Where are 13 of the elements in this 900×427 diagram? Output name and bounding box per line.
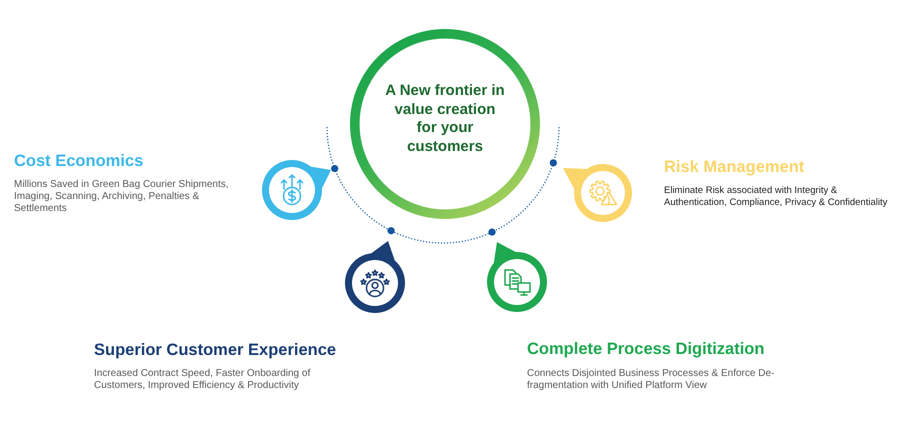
speech-bubble bbox=[345, 241, 405, 313]
section-heading: Superior Customer Experience bbox=[94, 340, 338, 360]
speech-bubble bbox=[487, 242, 547, 312]
speech-bubble bbox=[262, 160, 331, 220]
section-heading: Risk Management bbox=[664, 157, 806, 177]
circle-title: A New frontier in value creation for your customers bbox=[384, 82, 506, 156]
description-text: Connects Disjointed Business Processes & Enforce De-fragmentation with Unified Platform View bbox=[527, 368, 776, 392]
description-text: Eliminate Risk associated with Integrity & Authentication, Compliance, Privacy & Confidentiality bbox=[664, 185, 888, 209]
speech-bubble bbox=[563, 164, 632, 222]
description-text: Millions Saved in Green Bag Courier Shipments, Imaging, Scanning, Archiving, Penalties & Settlements bbox=[14, 178, 230, 214]
section-heading: Complete Process Digitization bbox=[527, 339, 766, 359]
description-text: Increased Contract Speed, Faster Onboarding of Customers, Improved Efficiency & Productivity bbox=[94, 368, 312, 392]
section-heading: Cost Economics bbox=[14, 151, 144, 171]
